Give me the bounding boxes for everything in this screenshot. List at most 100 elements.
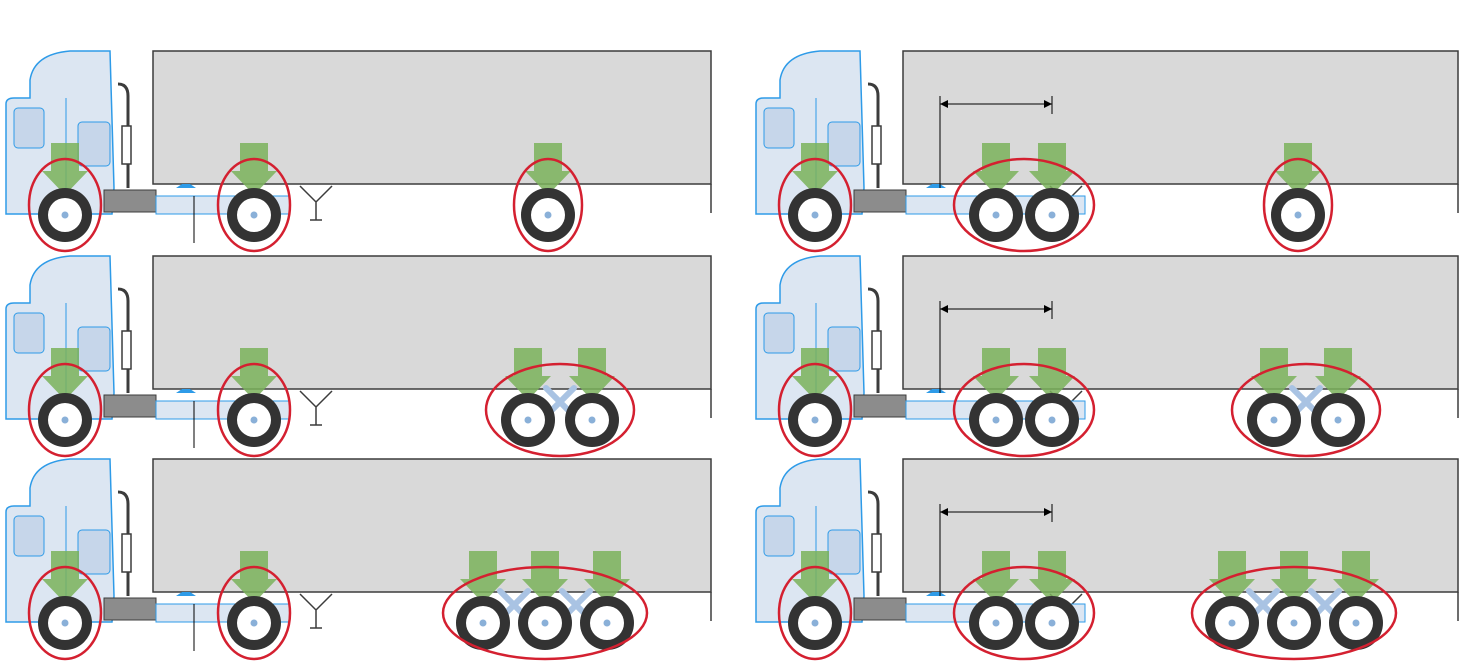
exhaust-pipe [867, 490, 880, 596]
fuel-tank [853, 189, 907, 213]
steer-axle-group-ring [27, 157, 103, 253]
exhaust-pipe [117, 490, 130, 596]
fifth-wheel [176, 389, 196, 393]
load-arrow [42, 551, 88, 603]
load-arrow [42, 143, 88, 195]
cab-door-window [827, 326, 861, 372]
load-arrow [522, 551, 568, 603]
load-arrow [1271, 551, 1317, 603]
hub [250, 416, 258, 424]
drive-axle-group-ring [216, 362, 292, 458]
hub [541, 619, 549, 627]
hub [1334, 416, 1342, 424]
fuel-tank [853, 394, 907, 418]
landing-gear [299, 593, 333, 629]
load-arrow [973, 551, 1019, 603]
hub [61, 211, 69, 219]
load-arrow [973, 143, 1019, 195]
exhaust-muffler [121, 330, 132, 370]
hub [811, 211, 819, 219]
fifth-wheel [926, 184, 946, 188]
drive-axle-group-ring [952, 362, 1096, 458]
load-arrow [1029, 551, 1075, 603]
truck-configuration-r1-right [755, 50, 1459, 253]
cab-body [755, 458, 865, 623]
fuel-tank [103, 597, 157, 621]
steer-axle-group-ring [777, 565, 853, 661]
load-arrow [1275, 143, 1321, 195]
exhaust-pipe [117, 287, 130, 393]
cab-window [763, 515, 795, 557]
hub [1048, 416, 1056, 424]
hub [250, 619, 258, 627]
load-arrow [42, 348, 88, 400]
landing-gear [299, 390, 333, 426]
truck-configuration-r1-left [5, 50, 712, 253]
exhaust-muffler [121, 125, 132, 165]
hub [544, 211, 552, 219]
steer-axle-group-ring [777, 362, 853, 458]
hub [250, 211, 258, 219]
trailer-axle-group-ring [1262, 157, 1334, 253]
exhaust-pipe [867, 82, 880, 188]
hub [61, 416, 69, 424]
trailer-axle-group-ring [441, 565, 649, 661]
load-arrow [231, 551, 277, 603]
cab-window [763, 312, 795, 354]
drive-axle-group-ring [216, 565, 292, 661]
hub [1352, 619, 1360, 627]
cab-door-window [77, 121, 111, 167]
load-arrow [1029, 143, 1075, 195]
exhaust-muffler [121, 533, 132, 573]
cab-body [5, 458, 115, 623]
truck-configuration-r3-left [5, 458, 712, 661]
trailer-axle-group-ring [1190, 565, 1398, 661]
fifth-wheel [176, 592, 196, 596]
fifth-wheel [926, 592, 946, 596]
load-arrow [792, 143, 838, 195]
cab-window [13, 515, 45, 557]
hub [1270, 416, 1278, 424]
truck-configuration-r2-right [755, 255, 1459, 458]
hub [811, 619, 819, 627]
exhaust-pipe [867, 287, 880, 393]
cab-door-window [827, 121, 861, 167]
hub [1290, 619, 1298, 627]
fuel-tank [103, 189, 157, 213]
exhaust-muffler [871, 330, 882, 370]
truck-configuration-r3-right [755, 458, 1459, 661]
load-arrow [792, 348, 838, 400]
trailer-box [152, 255, 712, 390]
steer-axle-group-ring [27, 362, 103, 458]
cab-door-window [77, 529, 111, 575]
fifth-wheel [176, 184, 196, 188]
truck-configuration-r2-left [5, 255, 712, 458]
hub [992, 211, 1000, 219]
exhaust-muffler [871, 125, 882, 165]
exhaust-pipe [117, 82, 130, 188]
cab-window [13, 312, 45, 354]
cab-body [5, 255, 115, 420]
load-arrow [231, 143, 277, 195]
fuel-tank [103, 394, 157, 418]
cab-window [13, 107, 45, 149]
hub [992, 416, 1000, 424]
exhaust-muffler [871, 533, 882, 573]
steer-axle-group-ring [777, 157, 853, 253]
steer-axle-group-ring [27, 565, 103, 661]
trailer-axle-group-ring [512, 157, 584, 253]
hub [1048, 619, 1056, 627]
load-arrow [525, 143, 571, 195]
load-arrow [569, 348, 615, 400]
load-arrow [1029, 348, 1075, 400]
trailer-axle-group-ring [1230, 362, 1382, 458]
drive-axle-group-ring [952, 565, 1096, 661]
load-arrow [973, 348, 1019, 400]
landing-gear [299, 185, 333, 221]
hub [588, 416, 596, 424]
hub [811, 416, 819, 424]
cab-door-window [827, 529, 861, 575]
load-arrow [792, 551, 838, 603]
